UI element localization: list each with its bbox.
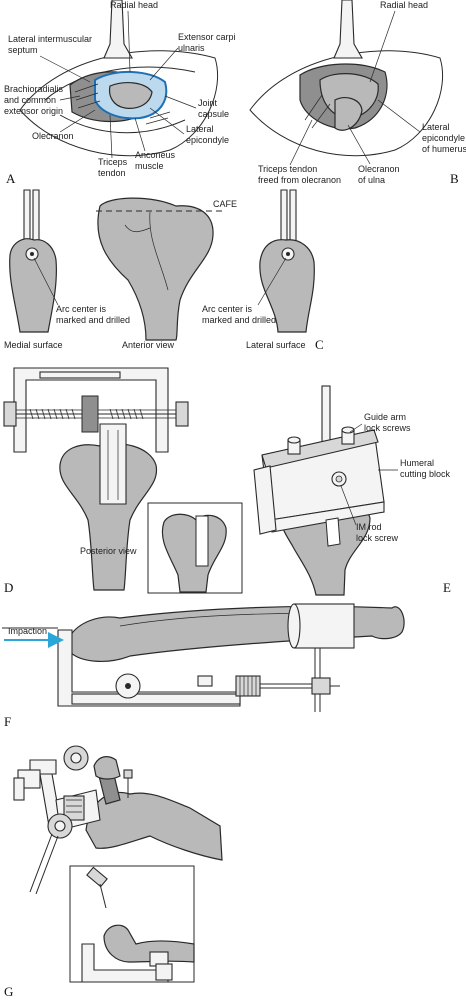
label-septum: septum [8,45,38,55]
label-arc-center-2: Arc center is [202,304,253,314]
panel-e-illustration [253,385,385,596]
label-extensor-carpi: Extensor carpi [178,32,236,42]
label-muscle: muscle [135,161,164,171]
panel-f-letter: F [4,714,11,729]
label-radial-head-a: Radial head [110,0,158,10]
label-olecranon-a: Olecranon [32,131,74,141]
label-cutting-block: cutting block [400,469,451,479]
label-arc-center-1: Arc center is [56,304,107,314]
label-anterior-view: Anterior view [122,340,175,350]
label-radial-head-b: Radial head [380,0,428,10]
label-im-rod: IM rod [356,522,382,532]
label-extensor-origin: extensor origin [4,106,63,116]
label-humeral: Humeral [400,458,434,468]
panel-c-letter: C [315,337,324,352]
label-lateral-b: Lateral [422,122,450,132]
label-brachioradialis: Brachioradialis [4,84,64,94]
label-guide-arm: Guide arm [364,412,406,422]
label-ulnaris: ulnaris [178,43,205,53]
label-and-common: and common [4,95,56,105]
panel-d-illustration [3,367,243,594]
label-capsule: capsule [198,109,229,119]
label-tendon: tendon [98,168,126,178]
label-epicondyle-a: epicondyle [186,135,229,145]
label-medial-surface: Medial surface [4,340,63,350]
panel-g-letter: G [4,984,13,999]
label-impaction: Impaction [8,626,47,636]
panel-d-letter: D [4,580,13,595]
label-olecranon-b: Olecranon [358,164,400,174]
label-lateral-a: Lateral [186,124,214,134]
panel-a-letter: A [6,171,16,186]
label-lock-screws: lock screws [364,423,411,433]
label-joint: Joint [198,98,218,108]
panel-b-illustration [249,0,444,157]
label-freed-from: freed from olecranon [258,175,341,185]
label-marked-drilled-1: marked and drilled [56,315,130,325]
label-lateral-surface: Lateral surface [246,340,306,350]
label-cafe: CAFE [213,199,237,209]
panel-c-illustration [9,189,315,341]
panel-a-illustration [19,0,219,157]
panel-e-letter: E [443,580,451,595]
label-lock-screw: lock screw [356,533,399,543]
label-posterior-view: Posterior view [80,546,137,556]
label-marked-drilled-2: marked and drilled [202,315,276,325]
label-lateral-intermuscular: Lateral intermuscular [8,34,92,44]
label-triceps-tendon-b: Triceps tendon [258,164,317,174]
label-of-ulna: of ulna [358,175,385,185]
label-triceps: Triceps [98,157,128,167]
panel-f-illustration [2,603,405,712]
panel-g-illustration [13,745,223,983]
label-anconeus: Anconeus [135,150,176,160]
label-of-humerus: of humerus [422,144,466,154]
label-epicondyle-b: epicondyle [422,133,465,143]
panel-b-letter: B [450,171,459,186]
